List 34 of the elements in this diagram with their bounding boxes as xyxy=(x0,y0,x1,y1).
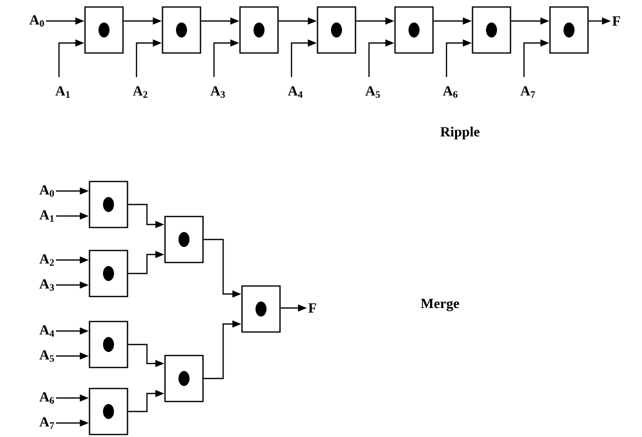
signal-label: A$_{1}$ xyxy=(55,86,70,98)
section-label: Merge xyxy=(420,298,460,312)
gate-box xyxy=(88,320,128,368)
signal-label: A$_{7}$ xyxy=(520,86,536,98)
signal-label: A$_{5}$ xyxy=(365,86,380,98)
signal-label: A$_{3}$ xyxy=(210,86,225,98)
gate-box xyxy=(88,250,128,298)
signal-label: A$_{4}$ xyxy=(39,325,54,337)
gate-box xyxy=(162,6,202,54)
signal-label: A$_{1}$ xyxy=(39,210,54,222)
gate-box xyxy=(239,6,279,54)
gate-box xyxy=(472,6,512,54)
gate-box xyxy=(88,180,128,228)
signal-label: A$_{3}$ xyxy=(39,279,54,291)
signal-label: A$_{6}$ xyxy=(39,392,54,404)
gate-box xyxy=(549,6,589,54)
signal-label: A$_{5}$ xyxy=(39,350,54,362)
gate-box xyxy=(88,388,128,436)
gate-box xyxy=(316,6,356,54)
signal-label: A$_{6}$ xyxy=(442,86,458,98)
signal-label: A$_{2}$ xyxy=(39,254,54,266)
signal-label: F xyxy=(308,303,316,313)
gate-box xyxy=(164,354,204,402)
signal-label: A$_{0}$ xyxy=(39,185,54,197)
gate-box xyxy=(394,6,434,54)
signal-label: F xyxy=(612,16,620,26)
signal-label: A$_{4}$ xyxy=(288,86,303,98)
gate-box xyxy=(84,6,124,54)
gate-box xyxy=(164,216,204,264)
signal-label: A$_{7}$ xyxy=(39,417,54,429)
signal-label: A$_{0}$ xyxy=(29,15,44,27)
signal-label: A$_{2}$ xyxy=(132,86,148,98)
gate-box xyxy=(241,285,281,333)
section-label: Ripple xyxy=(440,126,480,140)
